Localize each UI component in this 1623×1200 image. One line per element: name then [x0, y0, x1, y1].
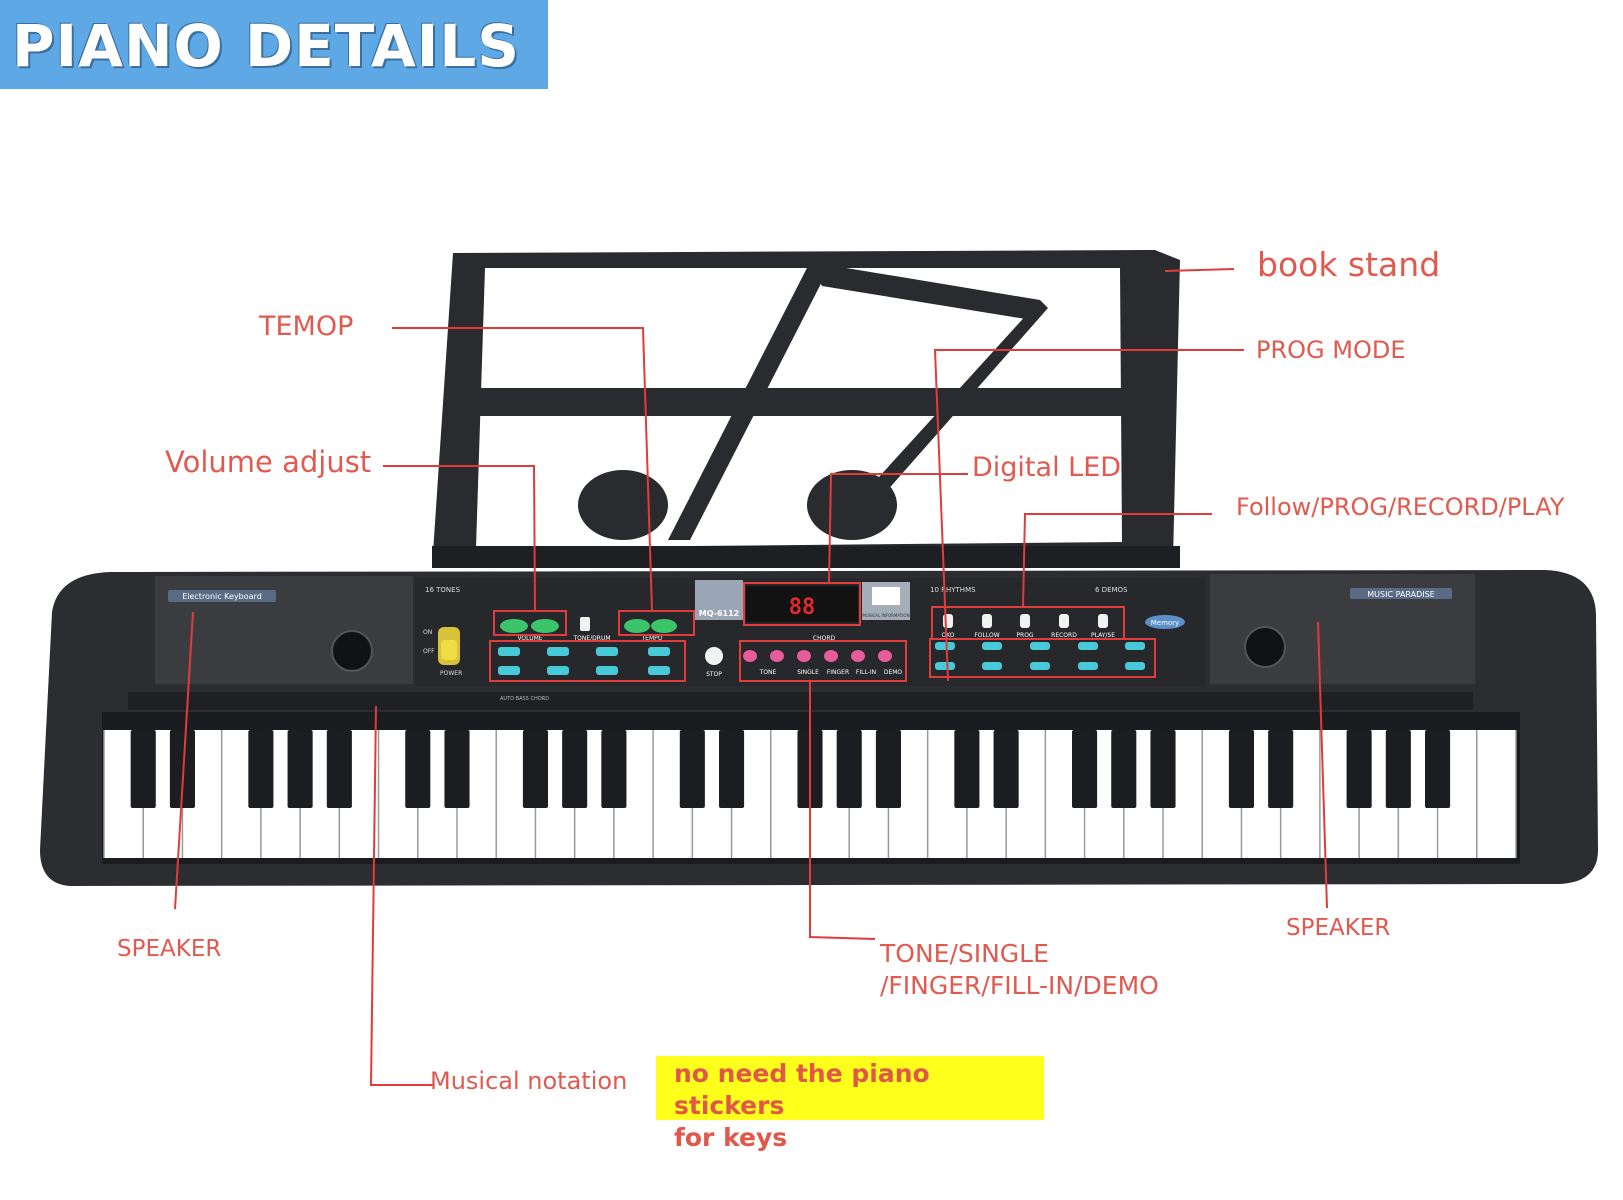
label-follow-prog-record-play: Follow/PROG/RECORD/PLAY: [1236, 493, 1565, 521]
label-tone-single: TONE/SINGLE: [880, 939, 1049, 968]
title-banner: PIANO DETAILS: [0, 0, 548, 89]
func-label-prog: PROG: [1016, 632, 1034, 639]
func-label-oko: OKO: [941, 632, 954, 639]
black-key[interactable]: [1385, 730, 1411, 808]
rhythm-buttons[interactable]: [935, 642, 1145, 670]
stop-label: STOP: [706, 671, 722, 678]
left-badge: Electronic Keyboard: [182, 592, 262, 601]
led-digits: 88: [789, 595, 816, 620]
musical-information-label: MUSICAL INFORMATION: [862, 613, 909, 618]
black-key[interactable]: [287, 730, 313, 808]
volume-down-button[interactable]: [500, 619, 528, 633]
label-prog-mode: PROG MODE: [1256, 336, 1406, 364]
black-key[interactable]: [993, 730, 1019, 808]
black-key[interactable]: [169, 730, 195, 808]
label-book-stand: book stand: [1257, 245, 1441, 284]
black-key[interactable]: [601, 730, 627, 808]
keyboard-body: Electronic Keyboard MUSIC PARADISE 16 TO…: [40, 570, 1598, 886]
rhythms-header: 10 RHYTHMS: [930, 586, 976, 594]
label-volume-adjust: Volume adjust: [165, 445, 372, 479]
power-on-label: ON: [423, 629, 432, 636]
black-key[interactable]: [719, 730, 745, 808]
black-key[interactable]: [522, 730, 548, 808]
volume-up-button[interactable]: [531, 619, 559, 633]
black-key[interactable]: [130, 730, 156, 808]
chord-label-fill-in: FILL-IN: [856, 669, 876, 676]
func-label-play: PLAY/SE: [1091, 632, 1115, 639]
chord-label-demo: DEMO: [884, 669, 903, 676]
black-key[interactable]: [1228, 730, 1254, 808]
highlight-boxes: [489, 582, 1156, 682]
black-key[interactable]: [326, 730, 352, 808]
note-line-1: no need the piano stickers: [674, 1059, 930, 1120]
page-title: PIANO DETAILS: [12, 12, 521, 80]
chord-label-single: SINGLE: [797, 669, 819, 676]
black-key[interactable]: [1111, 730, 1137, 808]
label-finger-fill-in-demo: /FINGER/FILL-IN/DEMO: [880, 971, 1159, 1000]
black-key[interactable]: [954, 730, 980, 808]
chord-buttons[interactable]: [743, 650, 892, 662]
volume-label: VOLUME: [517, 635, 542, 642]
black-key[interactable]: [1150, 730, 1176, 808]
speaker-grille-icon: [331, 626, 1286, 672]
tempo-label: TEMPO: [641, 635, 663, 642]
power-label: POWER: [440, 670, 462, 677]
tones-header: 16 TONES: [425, 586, 461, 594]
black-key[interactable]: [248, 730, 274, 808]
digital-led-display: [746, 586, 858, 622]
func-label-follow: FOLLOW: [974, 632, 999, 639]
label-speaker-right: SPEAKER: [1286, 915, 1391, 941]
tone-drum-label: TONE/DRUM: [572, 635, 610, 642]
demos-header: 6 DEMOS: [1095, 586, 1128, 594]
chord-label-finger: FINGER: [827, 669, 849, 676]
black-key[interactable]: [405, 730, 431, 808]
black-key[interactable]: [444, 730, 470, 808]
black-key[interactable]: [1072, 730, 1098, 808]
stop-button[interactable]: [705, 647, 723, 665]
leader-lines: [174, 268, 1328, 1086]
power-switch-icon[interactable]: [438, 627, 460, 665]
black-key[interactable]: [562, 730, 588, 808]
tempo-up-button[interactable]: [651, 619, 677, 633]
right-badge: MUSIC PARADISE: [1367, 590, 1434, 599]
label-musical-notation: Musical notation: [430, 1067, 628, 1095]
auto-bass-chord-label: AUTO BASS CHORD: [500, 696, 549, 702]
func-label-record: RECORD: [1051, 632, 1077, 639]
music-stand-icon: [432, 250, 1180, 568]
chord-label: CHORD: [813, 635, 836, 642]
memory-label: Memory: [1151, 619, 1179, 627]
black-keys[interactable]: [130, 730, 1451, 808]
tone-buttons[interactable]: [498, 647, 670, 675]
power-off-label: OFF: [423, 648, 435, 655]
note-callout: no need the piano stickers for keys: [656, 1056, 1044, 1152]
black-key[interactable]: [875, 730, 901, 808]
label-speaker-left: SPEAKER: [117, 936, 222, 962]
note-line-2: for keys: [674, 1123, 788, 1152]
tempo-down-button[interactable]: [624, 619, 650, 633]
chord-label-tone: TONE: [759, 669, 777, 676]
black-key[interactable]: [836, 730, 862, 808]
black-key[interactable]: [1268, 730, 1294, 808]
label-digital-led: Digital LED: [972, 452, 1122, 483]
label-temop: TEMOP: [259, 311, 354, 342]
model-label: MQ-6112: [699, 609, 740, 618]
black-key[interactable]: [1346, 730, 1372, 808]
black-key[interactable]: [679, 730, 705, 808]
tone-drum-button[interactable]: [580, 617, 590, 631]
black-key[interactable]: [1425, 730, 1451, 808]
